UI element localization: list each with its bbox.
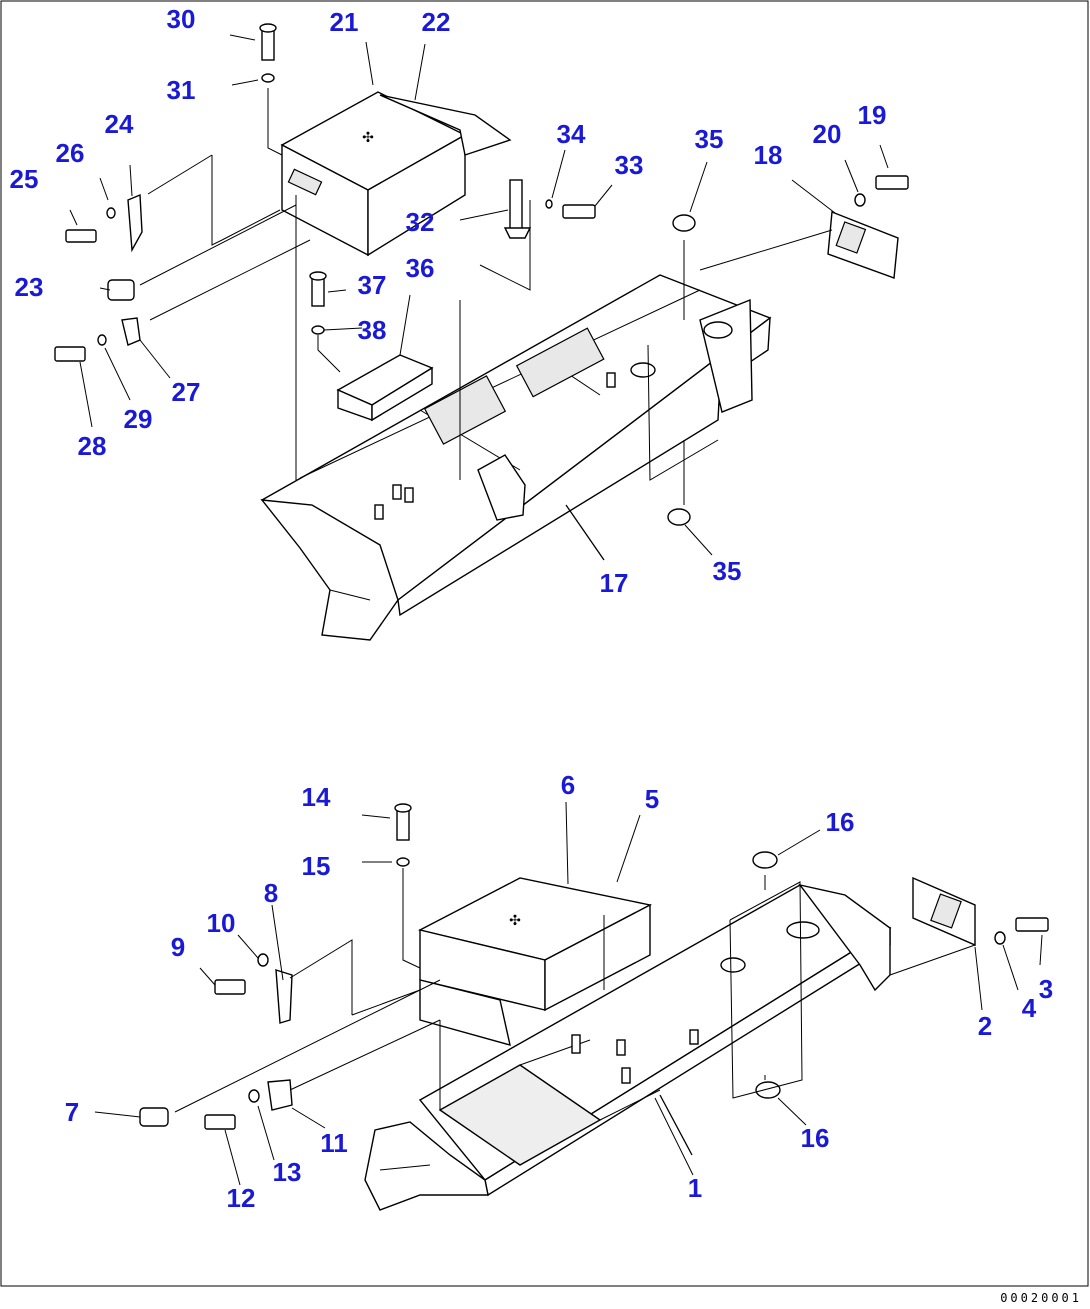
lower-fasteners bbox=[139, 803, 1049, 1130]
frame-17 bbox=[260, 274, 772, 641]
callout-32: 32 bbox=[405, 207, 435, 237]
callout-3: 3 bbox=[1038, 974, 1054, 1004]
callout-16-top: 16 bbox=[825, 807, 855, 837]
callout-13: 13 bbox=[272, 1157, 302, 1187]
upper-leader-lines bbox=[69, 34, 889, 556]
lower-leader-lines bbox=[94, 801, 1043, 1186]
svg-text:✣: ✣ bbox=[509, 913, 521, 929]
frame-1 bbox=[364, 883, 892, 1211]
callout-33: 33 bbox=[614, 150, 644, 180]
plate-2 bbox=[912, 876, 976, 947]
battery-box-21: ✣ bbox=[280, 91, 467, 257]
callout-38: 38 bbox=[357, 315, 387, 345]
callout-9: 9 bbox=[170, 932, 186, 962]
battery-box-5: ✣ bbox=[418, 877, 653, 1046]
callout-4: 4 bbox=[1021, 993, 1037, 1023]
callout-31: 31 bbox=[166, 75, 196, 105]
callout-35-bottom: 35 bbox=[712, 556, 742, 586]
callout-24: 24 bbox=[104, 109, 134, 139]
callout-7: 7 bbox=[64, 1097, 80, 1127]
bracket-22 bbox=[379, 94, 512, 156]
callout-22: 22 bbox=[421, 7, 451, 37]
upper-assembly: ✣ bbox=[54, 23, 909, 641]
stay-32 bbox=[503, 179, 532, 239]
plate-18 bbox=[827, 211, 899, 279]
callout-10: 10 bbox=[206, 908, 236, 938]
callout-28: 28 bbox=[77, 431, 107, 461]
callout-26: 26 bbox=[55, 138, 85, 168]
callout-17: 17 bbox=[599, 568, 629, 598]
drawing-code: 00020001 bbox=[1000, 1291, 1082, 1305]
callout-16-bottom: 16 bbox=[800, 1123, 830, 1153]
callout-19: 19 bbox=[857, 100, 887, 130]
callout-1: 1 bbox=[687, 1173, 703, 1203]
callout-14: 14 bbox=[301, 782, 331, 812]
callout-25: 25 bbox=[9, 164, 39, 194]
callout-37: 37 bbox=[357, 270, 387, 300]
callout-21: 21 bbox=[329, 7, 359, 37]
callout-34: 34 bbox=[556, 119, 586, 149]
callout-20: 20 bbox=[812, 119, 842, 149]
callout-36: 36 bbox=[405, 253, 435, 283]
cover-36 bbox=[336, 354, 434, 422]
callout-35-top: 35 bbox=[694, 124, 724, 154]
lower-assembly: ✣ bbox=[94, 801, 1049, 1211]
svg-text:✣: ✣ bbox=[362, 130, 374, 146]
callout-12: 12 bbox=[226, 1183, 256, 1213]
callout-11: 11 bbox=[320, 1128, 348, 1158]
upper-fasteners bbox=[54, 23, 909, 526]
callout-6: 6 bbox=[560, 770, 576, 800]
callout-5: 5 bbox=[644, 784, 660, 814]
callout-8: 8 bbox=[263, 878, 279, 908]
callout-18: 18 bbox=[753, 140, 783, 170]
callout-27: 27 bbox=[171, 377, 201, 407]
callout-29: 29 bbox=[123, 404, 153, 434]
callout-2: 2 bbox=[977, 1011, 993, 1041]
callout-23: 23 bbox=[14, 272, 44, 302]
callout-30: 30 bbox=[166, 4, 196, 34]
callout-15: 15 bbox=[301, 851, 331, 881]
